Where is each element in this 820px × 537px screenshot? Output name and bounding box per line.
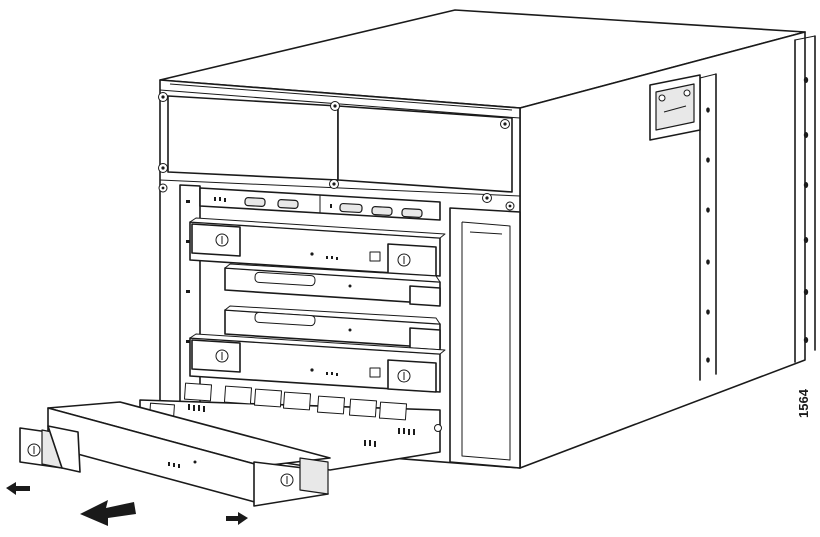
- upper-panels: [158, 89, 521, 211]
- card-being-removed: [19, 401, 331, 507]
- installed-card-3: [224, 305, 441, 351]
- card-slot-pcb: [139, 382, 442, 471]
- panel-screws: [158, 92, 515, 211]
- upper-panel-right: [337, 105, 513, 193]
- upper-panel-left: [167, 95, 339, 181]
- side-rail: [794, 35, 816, 363]
- installed-card-2: [224, 263, 441, 307]
- installed-card-1: [189, 217, 446, 277]
- pull-direction-arrow: [80, 500, 136, 526]
- left-ejector-arrow: [6, 482, 30, 495]
- left-ejector: [19, 425, 81, 473]
- side-handle: [649, 74, 701, 141]
- installed-card-4: [189, 333, 446, 393]
- right-ejector-arrow: [226, 512, 248, 525]
- figure-number: 1564: [796, 388, 811, 418]
- right-ejector: [253, 457, 329, 507]
- front-right-column: [449, 207, 521, 469]
- top-connector-strip: [199, 187, 441, 221]
